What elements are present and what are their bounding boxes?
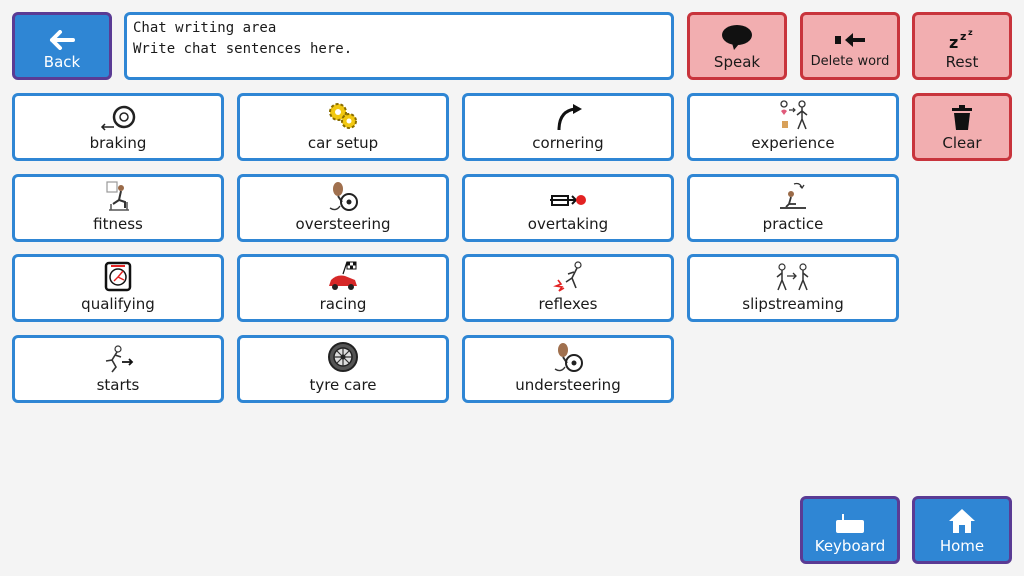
speak-label: Speak bbox=[713, 53, 761, 71]
vocab-overtaking[interactable]: overtaking bbox=[462, 174, 674, 242]
slipstreaming-label: slipstreaming bbox=[742, 295, 844, 313]
understeering-label: understeering bbox=[515, 376, 621, 394]
back-arrow-icon bbox=[49, 30, 75, 50]
delete-word-button[interactable]: Delete word bbox=[800, 12, 900, 80]
vocab-braking[interactable]: braking bbox=[12, 93, 224, 161]
delete-word-icon bbox=[833, 30, 867, 50]
reflexes-label: reflexes bbox=[538, 295, 598, 313]
tyre-icon bbox=[327, 341, 359, 373]
svg-text:z: z bbox=[960, 30, 966, 43]
tyre-care-label: tyre care bbox=[309, 376, 377, 394]
exercise-bike-icon bbox=[101, 180, 135, 212]
practice-icon bbox=[776, 180, 810, 212]
keyboard-icon bbox=[835, 512, 865, 534]
stopwatch-icon bbox=[103, 260, 133, 292]
vocab-reflexes[interactable]: reflexes bbox=[462, 254, 674, 322]
vocab-starts[interactable]: starts bbox=[12, 335, 224, 403]
vocab-tyre-care[interactable]: tyre care bbox=[237, 335, 449, 403]
experience-people-icon bbox=[775, 99, 811, 131]
race-car-flag-icon bbox=[325, 260, 361, 292]
rest-label: Rest bbox=[945, 53, 979, 71]
vocab-experience[interactable]: experience bbox=[687, 93, 899, 161]
vocab-qualifying[interactable]: qualifying bbox=[12, 254, 224, 322]
svg-text:z: z bbox=[949, 33, 958, 50]
speech-bubble-icon bbox=[720, 24, 754, 50]
racing-label: racing bbox=[319, 295, 367, 313]
vocab-cornering[interactable]: cornering bbox=[462, 93, 674, 161]
overtaking-label: overtaking bbox=[527, 215, 609, 233]
chat-placeholder: Write chat sentences here. bbox=[133, 41, 353, 57]
vocab-racing[interactable]: racing bbox=[237, 254, 449, 322]
home-icon bbox=[948, 508, 976, 534]
chat-title: Chat writing area bbox=[133, 20, 277, 36]
runner-start-icon bbox=[100, 345, 136, 373]
speak-button[interactable]: Speak bbox=[687, 12, 787, 80]
practice-label: practice bbox=[762, 215, 824, 233]
vocab-car-setup[interactable]: car setup bbox=[237, 93, 449, 161]
fitness-label: fitness bbox=[93, 215, 143, 233]
back-button[interactable]: Back bbox=[12, 12, 112, 80]
understeering-icon bbox=[551, 341, 585, 373]
braking-wheel-icon bbox=[98, 105, 138, 131]
chat-writing-area[interactable]: Chat writing area Write chat sentences h… bbox=[124, 12, 674, 80]
turn-arrow-icon bbox=[551, 101, 585, 131]
back-label: Back bbox=[43, 53, 81, 71]
vocab-understeering[interactable]: understeering bbox=[462, 335, 674, 403]
home-button[interactable]: Home bbox=[912, 496, 1012, 564]
oversteering-icon bbox=[326, 180, 360, 212]
keyboard-button[interactable]: Keyboard bbox=[800, 496, 900, 564]
car-setup-label: car setup bbox=[307, 134, 379, 152]
braking-label: braking bbox=[89, 134, 147, 152]
keyboard-label: Keyboard bbox=[814, 537, 886, 555]
delete-word-label: Delete word bbox=[810, 54, 890, 69]
vocab-practice[interactable]: practice bbox=[687, 174, 899, 242]
gears-icon bbox=[326, 101, 360, 131]
clear-label: Clear bbox=[942, 134, 982, 152]
cornering-label: cornering bbox=[532, 134, 604, 152]
starts-label: starts bbox=[96, 376, 140, 394]
clear-button[interactable]: Clear bbox=[912, 93, 1012, 161]
qualifying-label: qualifying bbox=[81, 295, 155, 313]
home-label: Home bbox=[939, 537, 985, 555]
vocab-oversteering[interactable]: oversteering bbox=[237, 174, 449, 242]
slipstreaming-icon bbox=[774, 262, 812, 292]
experience-label: experience bbox=[751, 134, 835, 152]
oversteering-label: oversteering bbox=[295, 215, 391, 233]
reflexes-icon bbox=[550, 260, 586, 292]
vocab-slipstreaming[interactable]: slipstreaming bbox=[687, 254, 899, 322]
trash-icon bbox=[950, 105, 974, 131]
vocab-fitness[interactable]: fitness bbox=[12, 174, 224, 242]
svg-text:z: z bbox=[968, 28, 973, 37]
overtaking-icon bbox=[548, 188, 588, 212]
